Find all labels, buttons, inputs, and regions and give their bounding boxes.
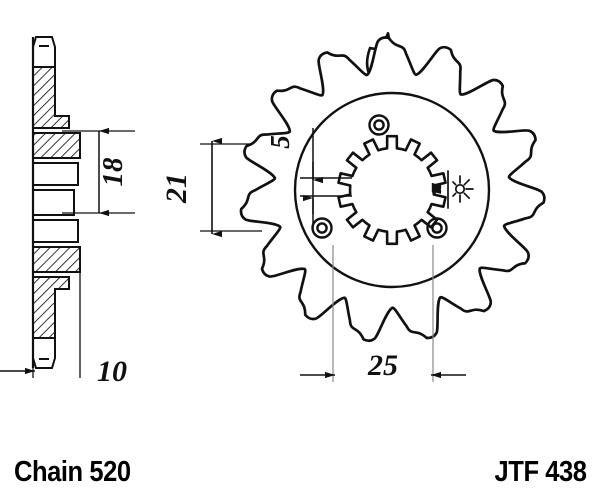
sprocket-web-circle [293, 91, 491, 289]
dimension-21: 21 [160, 137, 262, 238]
sunburst-mark: ℼ [427, 170, 474, 209]
dim25-label: 25 [367, 349, 398, 382]
bolt-hole-lower-right [426, 217, 448, 239]
spline-bore [337, 134, 447, 246]
section-view [31, 36, 81, 369]
dimension-25: 25 [300, 245, 466, 382]
chain-size-label: Chain 520 [14, 456, 131, 488]
dim5-label: 5 [265, 135, 295, 149]
dimension-10: 10 [0, 200, 127, 388]
section-rim-bottom [32, 276, 70, 339]
dimension-18: 18 [62, 127, 135, 217]
part-number-label: JTF 438 [494, 456, 586, 488]
sunburst-code: ℼ [428, 184, 443, 195]
section-tooth-cap-top [32, 36, 56, 68]
section-rim-top [32, 66, 70, 129]
bolt-hole-top [368, 114, 390, 136]
section-hub-band-upper [32, 132, 81, 159]
dim21-label: 21 [160, 173, 193, 204]
section-center-bore [32, 189, 75, 216]
section-tooth-cap-bottom [32, 337, 56, 369]
section-hub-band-lower [32, 246, 81, 273]
section-spline-pocket-lower [32, 219, 79, 243]
face-view: ℼ [239, 31, 546, 343]
dimension-5: 5 [265, 128, 352, 232]
dim18-label: 18 [97, 157, 129, 187]
section-spline-pocket-upper [32, 162, 79, 186]
dim10-label: 10 [97, 355, 127, 388]
